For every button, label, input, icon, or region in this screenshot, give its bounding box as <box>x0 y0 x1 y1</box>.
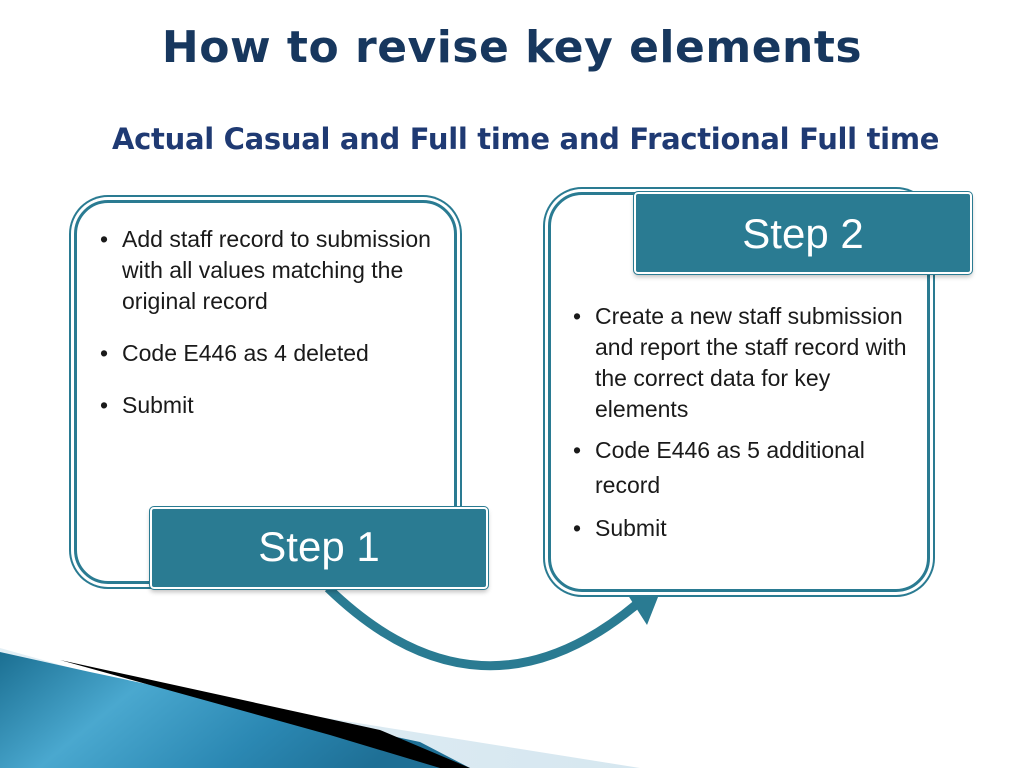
list-item: • Code E446 as 4 deleted <box>100 338 440 369</box>
bullet-dot-icon: • <box>573 515 582 541</box>
bullet-dot-icon: • <box>573 303 582 329</box>
step-1-bullet-list: • Add staff record to submission with all… <box>100 224 440 421</box>
slide-subtitle: Actual Casual and Full time and Fraction… <box>112 122 940 156</box>
step-2-label-box: Step 2 <box>633 191 973 275</box>
list-item: • Code E446 as 5 additional record <box>573 433 918 503</box>
list-item: • Submit <box>100 390 440 421</box>
bullet-text: Submit <box>122 392 194 418</box>
bullet-text: Create a new staff submission and report… <box>595 303 907 422</box>
slide-title: How to revise key elements <box>161 22 863 73</box>
bullet-dot-icon: • <box>100 392 109 418</box>
step-2-bullet-list: • Create a new staff submission and repor… <box>573 301 918 552</box>
bullet-text: Add staff record to submission with all … <box>122 226 431 314</box>
list-item: • Add staff record to submission with all… <box>100 224 440 317</box>
bullet-text: Code E446 as 4 deleted <box>122 340 369 366</box>
list-item: • Create a new staff submission and repor… <box>573 301 918 425</box>
bullet-text: Submit <box>595 515 667 541</box>
list-item: • Submit <box>573 513 918 544</box>
bullet-dot-icon: • <box>573 437 582 463</box>
step-1-label-box: Step 1 <box>149 506 489 590</box>
bullet-dot-icon: • <box>100 340 109 366</box>
bullet-text: Code E446 as 5 additional record <box>595 437 865 498</box>
bullet-dot-icon: • <box>100 226 109 252</box>
